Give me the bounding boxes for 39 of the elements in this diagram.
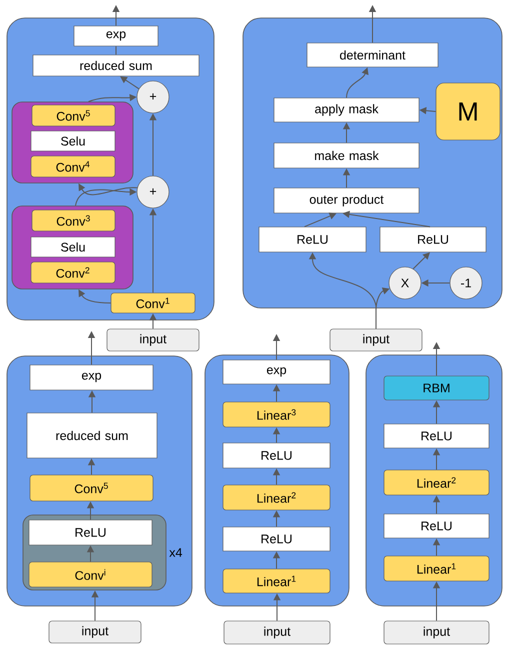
layer-box: ReLU xyxy=(384,424,490,448)
mask-box: M xyxy=(436,82,500,140)
layer-box: Conv$^{5}$ xyxy=(32,104,116,126)
input-box: input xyxy=(106,328,200,352)
layer-box: ReLU xyxy=(28,520,152,546)
arrow xyxy=(120,76,140,90)
layer-box: Linear$^{1}$ xyxy=(384,556,490,582)
layer-box: reduced sum xyxy=(26,412,158,458)
layer-box: Linear$^{3}$ xyxy=(222,402,330,428)
layer-box: ReLU xyxy=(380,226,486,252)
layer-box: Linear$^{1}$ xyxy=(222,568,330,594)
layer-box: Linear$^{2}$ xyxy=(222,484,330,510)
repeat-label: x4 xyxy=(169,548,182,557)
layer-box: Selu xyxy=(30,130,116,152)
layer-box: ReLU xyxy=(258,226,366,252)
layer-box: ReLU xyxy=(222,526,330,552)
layer-box: Conv$^{5}$ xyxy=(30,474,154,502)
layer-box: determinant xyxy=(306,42,438,68)
layer-box: apply mask xyxy=(274,98,420,122)
layer-box: ReLU xyxy=(384,514,490,538)
layer-box: Conv$^{2}$ xyxy=(30,262,116,284)
layer-box: RBM xyxy=(384,376,490,400)
input-box: input xyxy=(330,328,422,352)
input-box: input xyxy=(384,620,490,644)
layer-box: make mask xyxy=(274,142,420,168)
layer-box: Conv$^{3}$ xyxy=(32,210,116,232)
layer-box: ReLU xyxy=(222,442,330,468)
layer-box: Conv$^{4}$ xyxy=(30,156,116,178)
layer-box: outer product xyxy=(274,188,420,214)
layer-box: reduced sum xyxy=(32,54,200,76)
layer-box: Linear$^{2}$ xyxy=(384,470,490,496)
input-box: input xyxy=(48,620,142,644)
layer-box: Conv$^{i}$ xyxy=(28,562,152,588)
layer-box: Selu xyxy=(30,236,116,258)
input-box: input xyxy=(224,620,330,644)
layer-box: exp xyxy=(74,26,158,46)
layer-box: exp xyxy=(222,360,330,384)
layer-box: exp xyxy=(30,364,154,390)
layer-box: Conv$^{1}$ xyxy=(110,292,196,314)
